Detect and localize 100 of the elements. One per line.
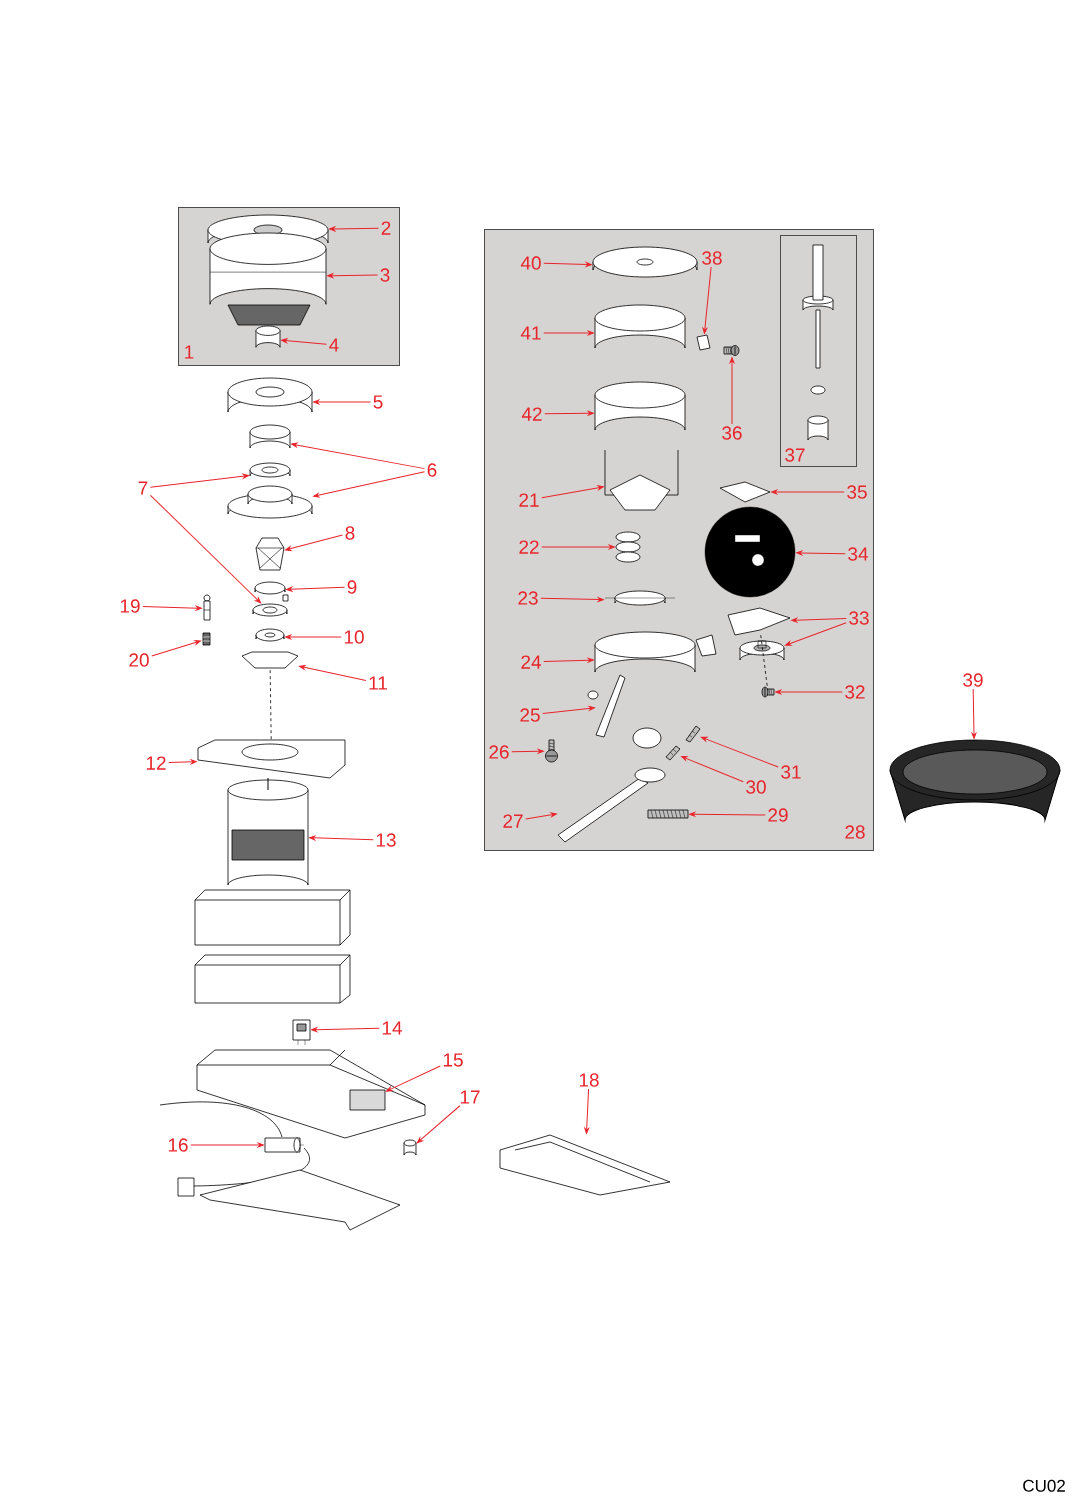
leader-line bbox=[190, 1142, 264, 1148]
ring-drawing bbox=[594, 304, 686, 349]
leader-line bbox=[150, 473, 249, 488]
leader-line bbox=[285, 634, 342, 640]
callout-number: 12 bbox=[146, 756, 166, 770]
part-drawing bbox=[719, 481, 771, 503]
leader-line bbox=[544, 410, 594, 416]
callout-number: 15 bbox=[443, 1053, 463, 1067]
callout-number: 20 bbox=[129, 653, 149, 667]
callout-number: 41 bbox=[520, 326, 541, 340]
part-drawing bbox=[203, 594, 211, 621]
callout-number: 3 bbox=[380, 268, 390, 282]
part-drawing bbox=[604, 590, 676, 606]
part-drawing bbox=[241, 651, 299, 669]
leader-line bbox=[311, 1027, 380, 1033]
leader-line bbox=[142, 605, 202, 611]
part-drawing bbox=[227, 377, 313, 413]
ring-drawing bbox=[255, 628, 285, 642]
leader-line bbox=[299, 665, 367, 681]
callout-number: 16 bbox=[168, 1138, 188, 1152]
leader-line bbox=[702, 266, 712, 334]
leader-line bbox=[791, 617, 847, 623]
callout-number: 9 bbox=[347, 580, 357, 594]
callout-number: 30 bbox=[746, 780, 766, 794]
dashed-line bbox=[760, 634, 768, 687]
part-drawing bbox=[249, 424, 291, 449]
leader-line bbox=[729, 357, 735, 425]
callout-number: 22 bbox=[519, 540, 539, 554]
callout-number: 31 bbox=[781, 765, 801, 779]
page-code: CU02 bbox=[1023, 1479, 1065, 1492]
leader-line bbox=[540, 597, 604, 602]
part-drawing bbox=[739, 640, 785, 661]
ring-drawing bbox=[594, 631, 696, 673]
leader-line bbox=[313, 471, 425, 498]
motor-drawing bbox=[227, 777, 309, 886]
callout-number: 38 bbox=[702, 251, 722, 265]
hopper-drawing bbox=[209, 232, 327, 305]
leader-line bbox=[541, 544, 615, 550]
callout-number: 17 bbox=[460, 1090, 480, 1104]
leader-line bbox=[584, 1088, 590, 1134]
lever-drawing bbox=[557, 767, 666, 843]
tray-drawing bbox=[499, 1134, 671, 1196]
leader-line bbox=[386, 1065, 441, 1092]
leader-line bbox=[543, 330, 594, 336]
ring-drawing bbox=[254, 581, 286, 595]
leader-line bbox=[150, 494, 262, 604]
leader-line bbox=[681, 756, 744, 783]
leader-line bbox=[771, 489, 845, 495]
spring-drawing bbox=[615, 531, 641, 563]
disc-drawing bbox=[704, 506, 796, 598]
callout-number: 26 bbox=[489, 745, 509, 759]
leader-line bbox=[689, 811, 766, 817]
callout-number: 18 bbox=[579, 1073, 599, 1087]
leader-line bbox=[796, 550, 846, 556]
leader-line bbox=[309, 835, 374, 841]
leader-line bbox=[313, 399, 371, 405]
callout-number: 25 bbox=[520, 708, 540, 722]
lever-drawing bbox=[727, 607, 791, 636]
ring-drawing bbox=[252, 603, 288, 617]
leader-line bbox=[785, 622, 847, 646]
callout-number: 5 bbox=[373, 395, 383, 409]
callout-number: 33 bbox=[849, 611, 869, 625]
leader-line bbox=[971, 688, 977, 739]
callout-number: 36 bbox=[722, 426, 742, 440]
callout-number: 39 bbox=[963, 673, 983, 687]
pin-drawing bbox=[685, 725, 701, 743]
callout-number: 4 bbox=[329, 338, 339, 352]
foot-drawing bbox=[403, 1139, 417, 1156]
callout-number: 34 bbox=[848, 547, 868, 561]
callout-number: 10 bbox=[344, 630, 364, 644]
leader-line bbox=[291, 442, 425, 470]
base-drawing bbox=[196, 1049, 426, 1139]
pin-drawing bbox=[665, 745, 681, 761]
callout-number: 23 bbox=[518, 591, 538, 605]
spring-drawing bbox=[202, 632, 211, 646]
callout-number: 14 bbox=[382, 1021, 402, 1035]
callout-number: 2 bbox=[381, 221, 391, 235]
flange-drawing bbox=[227, 485, 313, 519]
part-drawing bbox=[255, 537, 285, 571]
dashed-line bbox=[269, 669, 272, 741]
capacitor-drawing bbox=[264, 1137, 305, 1153]
screw-drawing bbox=[761, 686, 775, 698]
callout-number: 6 bbox=[427, 463, 437, 477]
callout-number: 42 bbox=[521, 407, 542, 421]
callout-number: 19 bbox=[120, 599, 140, 613]
part-drawing bbox=[604, 449, 679, 511]
ring-drawing bbox=[594, 381, 686, 431]
leader-line bbox=[286, 586, 345, 592]
leader-line bbox=[327, 273, 378, 279]
leader-line bbox=[525, 812, 557, 820]
callout-number: 21 bbox=[519, 493, 539, 507]
leader-line bbox=[775, 689, 843, 695]
leader-line bbox=[543, 657, 594, 663]
callout-number: 27 bbox=[503, 814, 523, 828]
switch-drawing bbox=[292, 1019, 311, 1046]
spout-drawing bbox=[255, 325, 281, 348]
leader-line bbox=[285, 534, 343, 551]
callout-number: 8 bbox=[345, 526, 355, 540]
spring-drawing bbox=[647, 809, 689, 819]
part-drawing bbox=[595, 674, 626, 738]
